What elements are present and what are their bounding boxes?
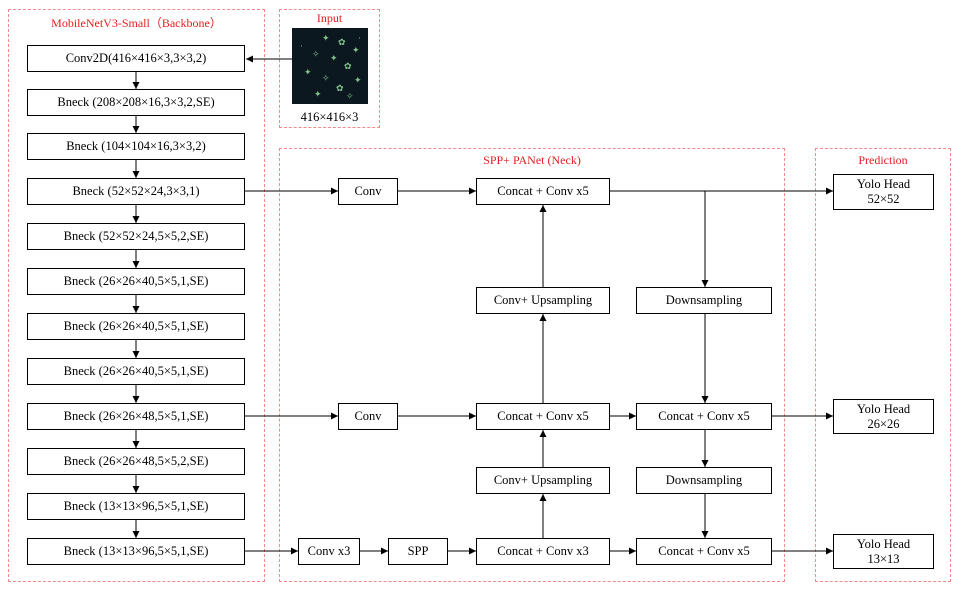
backbone-layer-bneck-11: Bneck (13×13×96,5×5,1,SE): [27, 538, 245, 565]
neck-upsample-top: Conv+ Upsampling: [476, 287, 610, 314]
input-image: ✦ ✿ ✦ ✧ ✦ ✿ ✦ ✧ ✦ ✿ ✦ ✧ · ·: [292, 28, 368, 104]
neck-spp: SPP: [388, 538, 448, 565]
backbone-layer-bneck-5: Bneck (26×26×40,5×5,1,SE): [27, 268, 245, 295]
backbone-title: MobileNetV3-Small（Backbone）: [51, 16, 222, 30]
neck-concat-top: Concat + Conv x5: [476, 178, 610, 205]
yolo-head-26-title: Yolo Head: [856, 401, 911, 416]
backbone-layer-bneck-8: Bneck (26×26×48,5×5,1,SE): [27, 403, 245, 430]
neck-title: SPP+ PANet (Neck): [483, 153, 581, 167]
yolo-head-13: Yolo Head 13×13: [833, 534, 934, 569]
neck-concat-mid-right: Concat + Conv x5: [636, 403, 772, 430]
backbone-layer-bneck-9: Bneck (26×26×48,5×5,2,SE): [27, 448, 245, 475]
input-group: [279, 9, 380, 128]
backbone-layer-bneck-6: Bneck (26×26×40,5×5,1,SE): [27, 313, 245, 340]
yolo-head-26: Yolo Head 26×26: [833, 399, 934, 434]
yolo-head-52-title: Yolo Head: [856, 177, 911, 191]
backbone-layer-bneck-4: Bneck (52×52×24,5×5,2,SE): [27, 223, 245, 250]
prediction-group: [815, 148, 951, 582]
input-size-caption: 416×416×3: [300, 110, 359, 124]
neck-concat-mid: Concat + Conv x5: [476, 403, 610, 430]
neck-concat-bottom-right: Concat + Conv x5: [636, 538, 772, 565]
neck-conv-x3: Conv x3: [298, 538, 360, 565]
yolo-head-13-title: Yolo Head: [856, 536, 911, 551]
yolo-head-26-size: 26×26: [867, 416, 900, 431]
neck-conv-mid: Conv: [338, 403, 398, 430]
backbone-layer-bneck-1: Bneck (208×208×16,3×3,2,SE): [27, 89, 245, 116]
backbone-layer-bneck-2: Bneck (104×104×16,3×3,2): [27, 133, 245, 160]
backbone-layer-conv2d: Conv2D(416×416×3,3×3,2): [27, 45, 245, 72]
yolo-head-52-size: 52×52: [867, 192, 900, 206]
neck-group: [279, 148, 785, 582]
neck-upsample-bottom: Conv+ Upsampling: [476, 467, 610, 494]
yolo-head-52: Yolo Head 52×52: [833, 174, 934, 210]
neck-downsample-bottom: Downsampling: [636, 467, 772, 494]
backbone-group: [8, 9, 265, 582]
prediction-title: Prediction: [858, 153, 908, 167]
backbone-layer-bneck-3: Bneck (52×52×24,3×3,1): [27, 178, 245, 205]
backbone-layer-bneck-7: Bneck (26×26×40,5×5,1,SE): [27, 358, 245, 385]
neck-conv-top: Conv: [338, 178, 398, 205]
neck-concat-bottom: Concat + Conv x3: [476, 538, 610, 565]
neck-downsample-top: Downsampling: [636, 287, 772, 314]
input-title: Input: [316, 11, 343, 25]
backbone-layer-bneck-10: Bneck (13×13×96,5×5,1,SE): [27, 493, 245, 520]
yolo-head-13-size: 13×13: [867, 551, 900, 566]
